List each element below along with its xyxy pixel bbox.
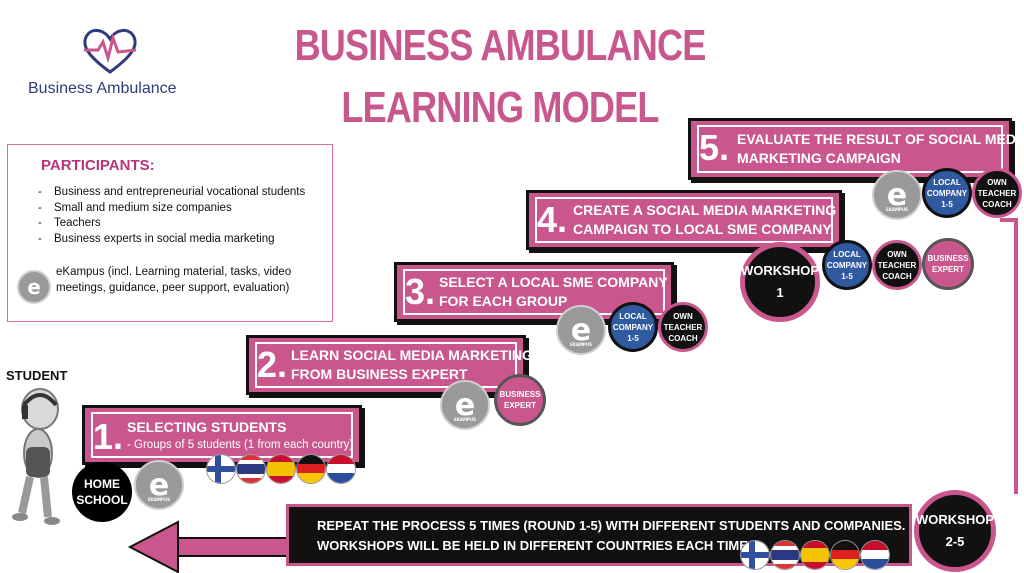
thailand-flag-icon [770,540,800,570]
step-4-line-1: CREATE A SOCIAL MEDIA MARKETING [573,202,837,218]
participant-item: Teachers [38,216,305,232]
step-2-box: 2. LEARN SOCIAL MEDIA MARKETING FROM BUS… [246,335,533,395]
step-1-subtitle: - Groups of 5 students (1 from each coun… [127,439,354,451]
step-1-number: 1. [93,416,124,457]
step-3-line-2: FOR EACH GROUP [439,293,568,309]
participants-heading: PARTICIPANTS: [41,157,155,174]
flags-row-1 [206,454,356,484]
heart-logo-icon [83,29,137,74]
participant-item: Small and medium size companies [38,201,305,217]
spain-flag-icon [800,540,830,570]
step-5-number: 5. [699,127,730,168]
netherlands-flag-icon [326,454,356,484]
participants-box: PARTICIPANTS: Business and entrepreneuri… [7,144,333,322]
participant-item: Business experts in social media marketi… [38,232,305,248]
finland-flag-icon [206,454,236,484]
participant-item: Business and entrepreneurial vocational … [38,185,305,201]
ekampus-description: eKampus (incl. Learning material, tasks,… [56,266,292,294]
step-5-line-1: EVALUATE THE RESULT OF SOCIAL MEDIA [737,131,1024,147]
logo-name: Business Ambulance [28,80,177,97]
thailand-flag-icon [236,454,266,484]
germany-flag-icon [296,454,326,484]
step-3-box: 3. SELECT A LOCAL SME COMPANY FOR EACH G… [394,262,674,322]
step-5-box: 5. EVALUATE THE RESULT OF SOCIAL MEDIA M… [688,118,1024,180]
student-label: STUDENT [6,368,68,383]
step-4-line-2: CAMPAIGN TO LOCAL SME COMPANY [573,221,832,237]
student-figure-icon [12,388,60,525]
step-4-box: 4. CREATE A SOCIAL MEDIA MARKETING CAMPA… [526,190,842,250]
flags-row-2 [740,540,890,570]
step-2-number: 2. [257,344,288,385]
step-2-line-2: FROM BUSINESS EXPERT [291,366,468,382]
germany-flag-icon [830,540,860,570]
step-2-line-1: LEARN SOCIAL MEDIA MARKETING [291,347,533,363]
repeat-line-1: REPEAT THE PROCESS 5 TIMES (ROUND 1-5) W… [317,518,906,533]
repeat-line-2: WORKSHOPS WILL BE HELD IN DIFFERENT COUN… [317,538,748,553]
step-3-line-1: SELECT A LOCAL SME COMPANY [439,274,668,290]
netherlands-flag-icon [860,540,890,570]
ekampus-icon: e [17,270,51,304]
finland-flag-icon [740,540,770,570]
title-line-2: LEARNING MODEL [341,83,659,132]
step-1-title: SELECTING STUDENTS [127,419,287,435]
step-3-number: 3. [405,271,436,312]
title-line-1: BUSINESS AMBULANCE [294,21,707,70]
repeat-box: REPEAT THE PROCESS 5 TIMES (ROUND 1-5) W… [286,504,912,566]
step-5-line-2: MARKETING CAMPAIGN [737,150,901,166]
step-4-number: 4. [537,199,568,240]
spain-flag-icon [266,454,296,484]
participants-list: Business and entrepreneurial vocational … [38,185,305,247]
